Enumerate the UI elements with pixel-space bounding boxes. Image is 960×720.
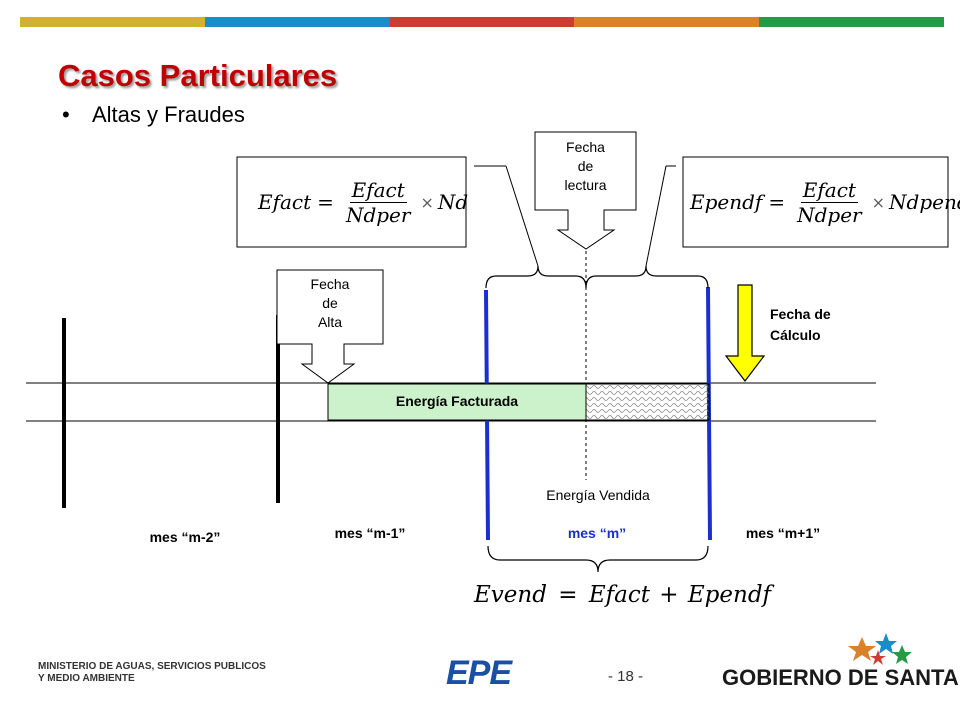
fecha-calculo-arrow-icon: [724, 284, 766, 382]
lectura-line-3: lectura: [564, 177, 607, 193]
formula-evend: Evend = Efact + Ependf: [474, 582, 772, 608]
connector-left: [505, 165, 539, 267]
bullet-text: Altas y Fraudes: [92, 102, 245, 127]
callout-lectura-text: Fecha de lectura: [535, 138, 636, 195]
ministry-logo-text: MINISTERIO DE AGUAS, SERVICIOS PUBLICOS …: [38, 661, 266, 685]
brace-right: [585, 265, 709, 289]
page-number: - 18 -: [608, 668, 644, 685]
efact-lhs: Efact: [258, 190, 312, 214]
month-label-m-plus: mes “m+1”: [745, 525, 821, 541]
brace-bottom: [487, 545, 709, 573]
gobierno-logo-text: GOBIERNO DE SANTA FE: [722, 665, 960, 690]
lectura-line-1: Fecha: [566, 139, 605, 155]
callout-alta-text: Fecha de Alta: [277, 275, 383, 332]
alta-line-3: Alta: [317, 314, 343, 330]
efact-tail: Nd: [437, 190, 469, 214]
top-color-bar: [20, 17, 944, 27]
alta-line-1: Fecha: [310, 276, 350, 292]
brace-left: [485, 265, 587, 289]
callout-alta-shape: [276, 269, 384, 384]
callout-lectura-shape: [534, 131, 637, 250]
callout-calculo-text: Fecha de Cálculo: [770, 304, 831, 346]
energia-pendiente-hatch: [585, 383, 710, 421]
evend-lhs: Evend: [474, 582, 547, 608]
ependf-lhs: Ependf: [690, 190, 763, 214]
bar-segment-green: [759, 17, 944, 27]
slide-title: Casos Particulares: [58, 58, 338, 93]
bar-segment-blue: [204, 17, 390, 27]
santa-fe-stars-icon: [848, 633, 912, 665]
ependf-denominator: Ndper: [797, 202, 862, 227]
month-label-m1: mes “m-1”: [334, 525, 406, 541]
efact-numerator: Efact: [349, 177, 407, 203]
bar-segment-red: [389, 17, 575, 27]
energia-facturada-label: Energía Facturada: [395, 393, 519, 409]
bar-segment-yellow: [20, 17, 205, 27]
evend-rhs1: Efact: [588, 582, 650, 608]
calculo-line-2: Cálculo: [770, 327, 821, 343]
ependf-tail: Ndpend: [889, 190, 960, 214]
ependf-numerator: Efact: [800, 177, 858, 203]
lectura-line-2: de: [577, 158, 594, 174]
alta-line-2: de: [322, 295, 338, 311]
evend-rhs2: Ependf: [687, 582, 772, 608]
energia-vendida-label: Energía Vendida: [546, 487, 650, 503]
month-label-m2: mes “m-2”: [149, 529, 221, 545]
calculo-line-1: Fecha de: [770, 306, 831, 322]
bar-segment-orange: [574, 17, 760, 27]
ministry-line-2: Y MEDIO AMBIENTE: [38, 673, 135, 684]
connector-right: [645, 165, 667, 267]
bullet-item: •Altas y Fraudes: [62, 102, 245, 127]
efact-denominator: Ndper: [345, 202, 411, 227]
ministry-line-1: MINISTERIO DE AGUAS, SERVICIOS PUBLICOS: [38, 661, 266, 672]
epe-logo: EPE: [446, 654, 512, 692]
month-label-m: mes “m”: [567, 525, 627, 541]
